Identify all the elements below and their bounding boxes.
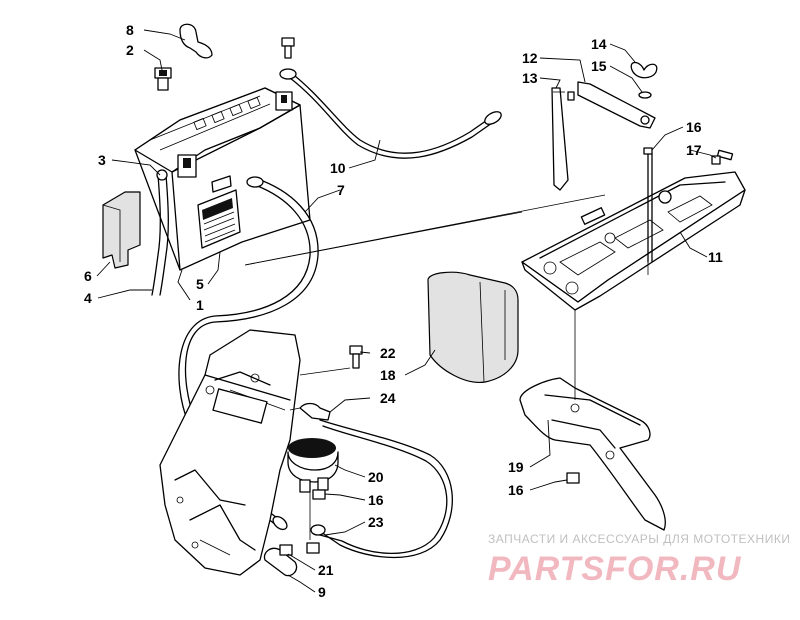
- callout-20: 20: [368, 469, 384, 485]
- callout-22: 22: [380, 345, 396, 361]
- callout-7: 7: [337, 182, 345, 198]
- callout-11: 11: [708, 249, 723, 265]
- watermark-logo: PARTSFOR.RU: [488, 550, 742, 588]
- screw-17: [711, 149, 734, 165]
- callout-24: 24: [380, 390, 396, 406]
- cable-10: [279, 37, 502, 159]
- callout-5: 5: [196, 276, 204, 292]
- frame: [159, 329, 301, 576]
- vent-tube: [151, 169, 169, 296]
- callout-6: 6: [84, 268, 92, 284]
- callout-3: 3: [98, 152, 106, 168]
- cable-23: [310, 419, 453, 559]
- callout-1: 1: [196, 297, 204, 313]
- washer-15: [638, 91, 652, 99]
- nut-21: [279, 542, 320, 556]
- callout-16-lower: 16: [508, 482, 524, 498]
- callout-4: 4: [84, 290, 92, 306]
- callout-13: 13: [522, 70, 538, 86]
- callout-labels: 8 2 3 6 4 5 1 10 7 12 13 14 15 16 17 11 …: [84, 22, 723, 600]
- callout-16-solenoid: 16: [368, 492, 384, 508]
- callout-10: 10: [330, 160, 346, 176]
- wing-nut: [630, 61, 658, 79]
- callout-12: 12: [522, 50, 538, 66]
- nut-16-lower: [566, 472, 580, 484]
- starter-solenoid: [287, 438, 339, 493]
- callout-19: 19: [508, 459, 524, 475]
- terminal-bolt: [154, 67, 172, 91]
- clip-24: [299, 402, 331, 421]
- watermark: ЗАПЧАСТИ И АКСЕССУАРЫ ДЛЯ МОТОТЕХНИКИ PA…: [488, 532, 790, 588]
- leader-lines: [96, 29, 717, 593]
- terminal-boot: [179, 23, 213, 59]
- watermark-tagline: ЗАПЧАСТИ И АКСЕССУАРЫ ДЛЯ МОТОТЕХНИКИ: [488, 532, 790, 546]
- callout-2: 2: [126, 42, 134, 58]
- long-bolt: [643, 147, 653, 263]
- battery-pad: [102, 191, 141, 269]
- callout-18: 18: [380, 367, 396, 383]
- battery: [134, 87, 311, 271]
- battery-cover: [427, 271, 519, 383]
- callout-15: 15: [591, 58, 607, 74]
- strap-12: [577, 81, 656, 129]
- callout-9: 9: [318, 584, 326, 600]
- callout-14: 14: [591, 36, 607, 52]
- callout-23: 23: [368, 514, 384, 530]
- callout-16-top: 16: [686, 119, 702, 135]
- callout-17: 17: [686, 142, 702, 158]
- assembly-lines: [244, 194, 649, 540]
- bolt-22: [349, 345, 363, 369]
- callout-21: 21: [318, 562, 334, 578]
- mounting-bracket: [519, 377, 666, 531]
- battery-box: [521, 171, 746, 311]
- callout-8: 8: [126, 22, 134, 38]
- nut-16-solenoid: [312, 489, 326, 500]
- bracket-13: [551, 87, 575, 191]
